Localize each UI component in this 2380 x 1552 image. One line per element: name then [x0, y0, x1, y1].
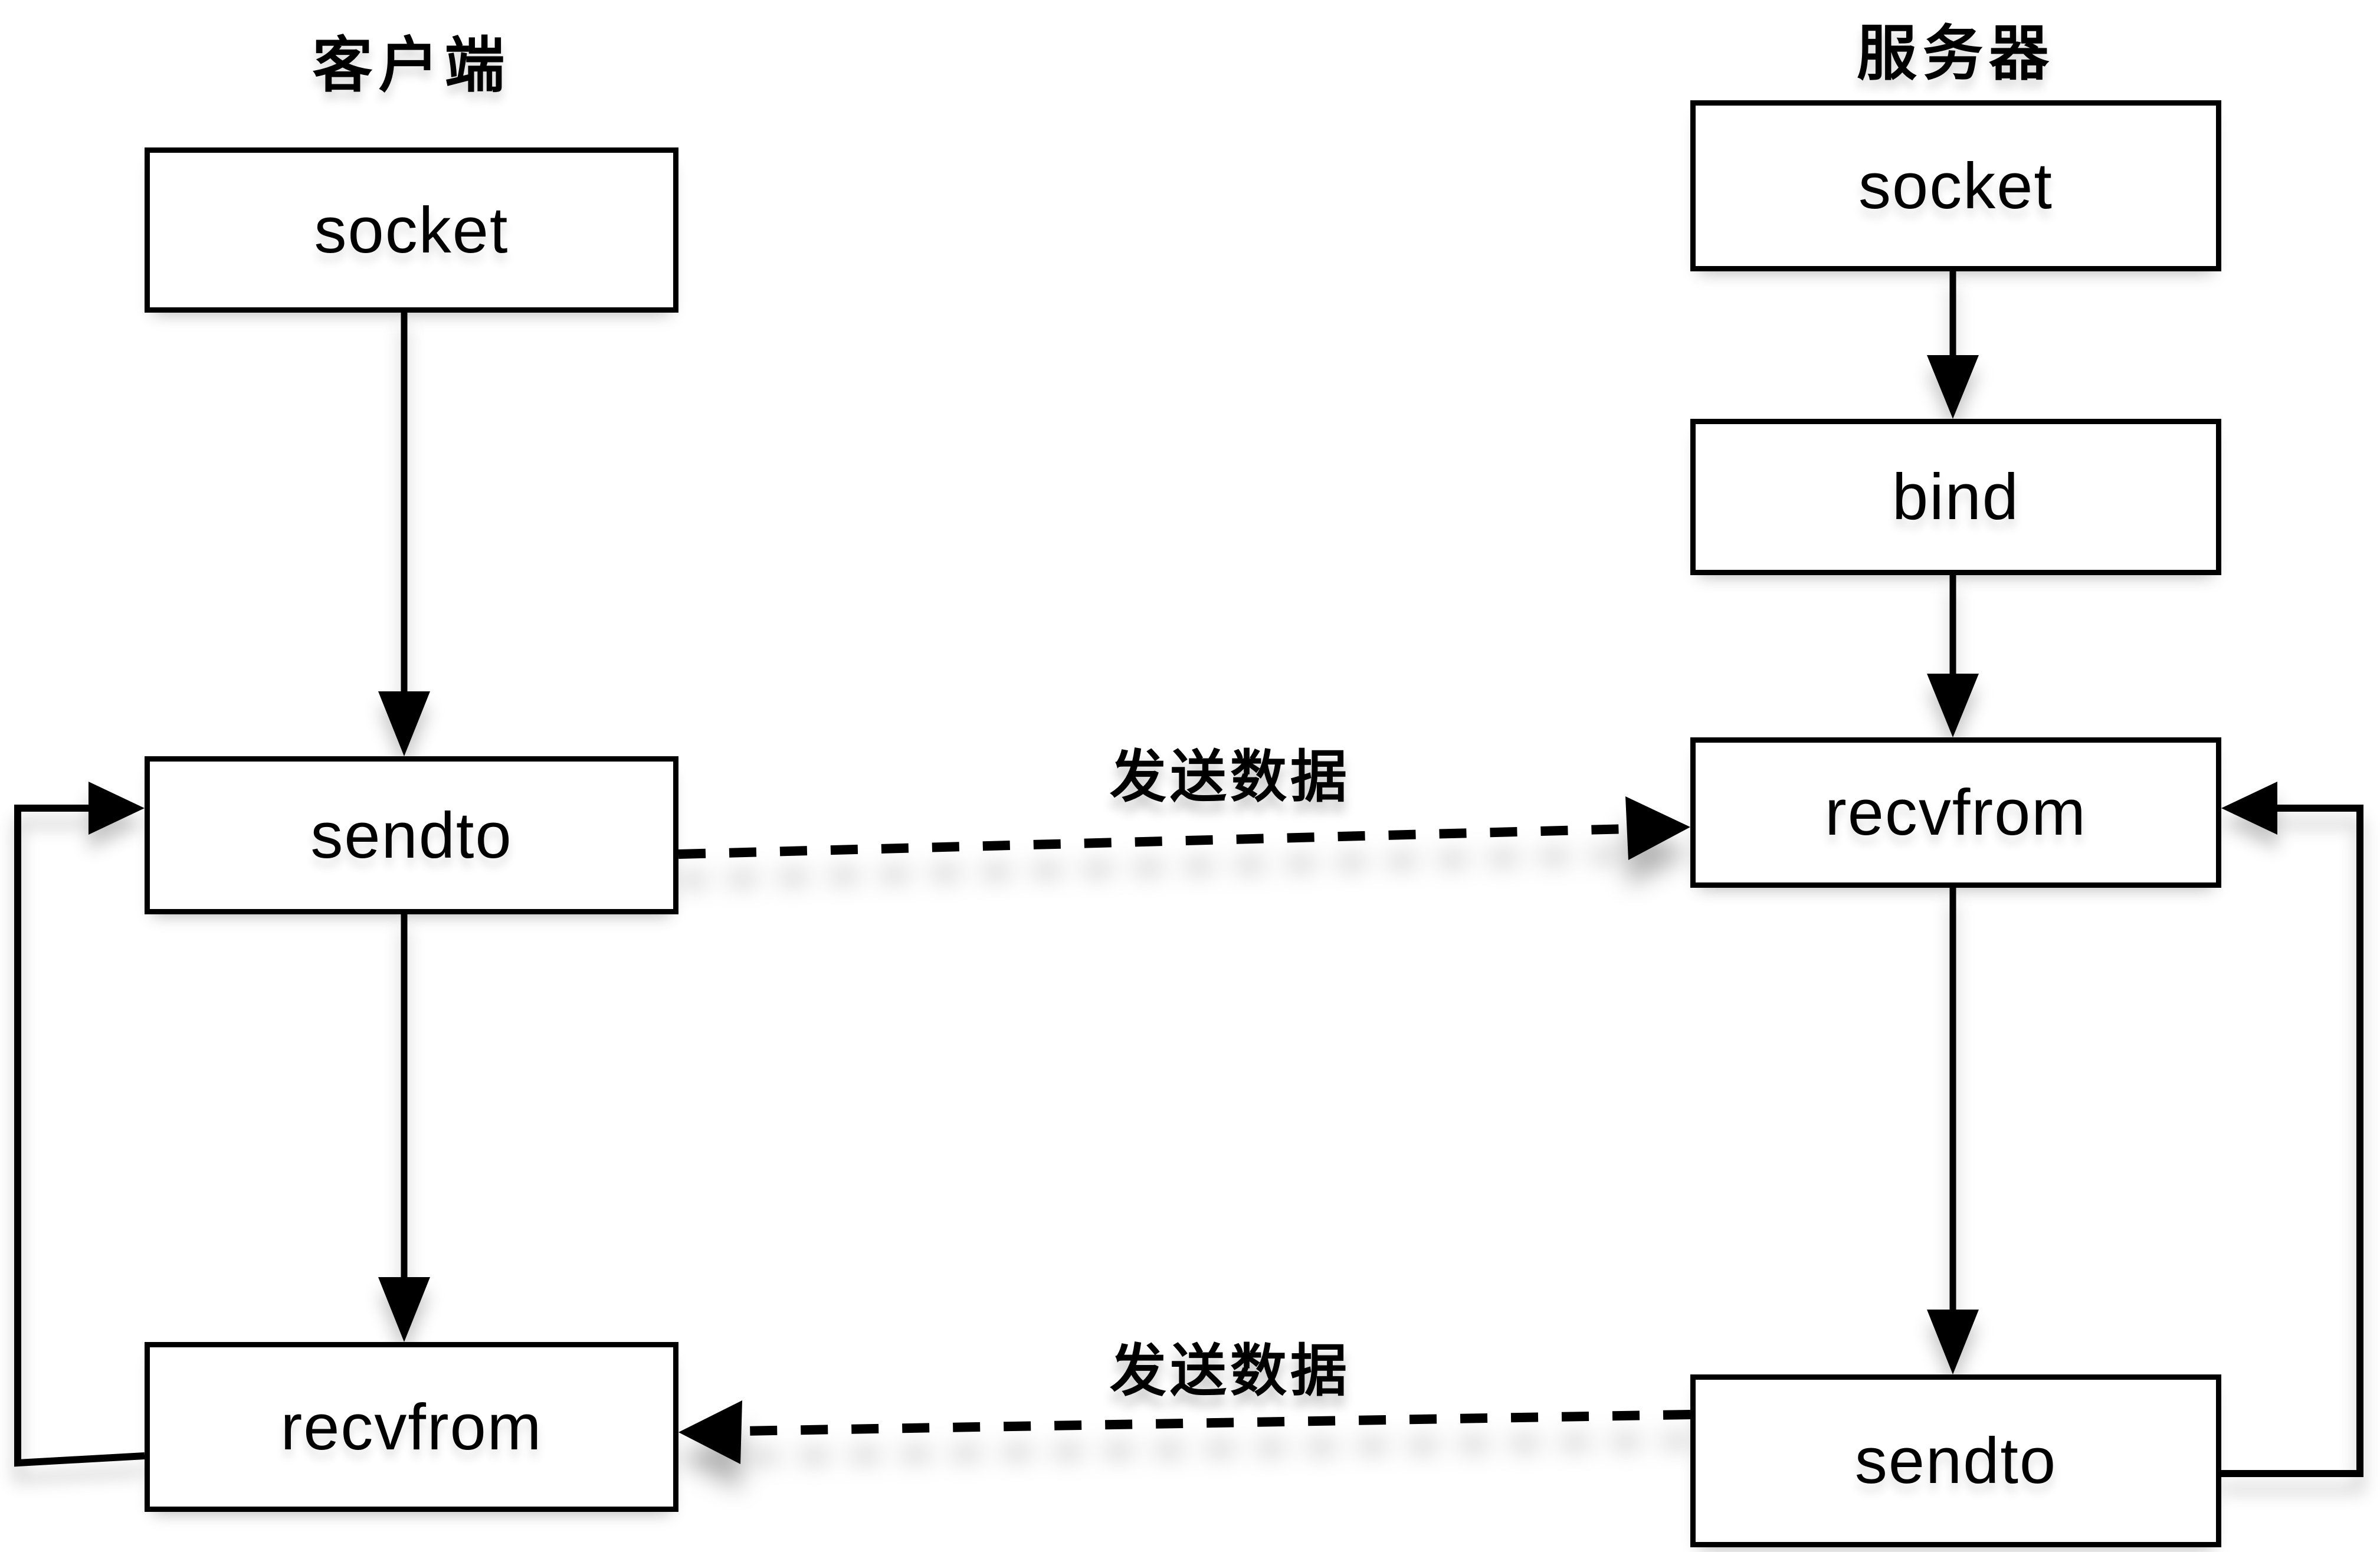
loop-server-sendto-to-recvfrom — [2221, 782, 2363, 1477]
server-socket-label: socket — [1858, 149, 2053, 222]
client-sendto-box: sendto — [145, 756, 678, 914]
server-socket-box: socket — [1690, 100, 2221, 271]
server-bind-box: bind — [1690, 419, 2221, 575]
arrow-server-recvfrom-to-sendto — [1927, 888, 1979, 1374]
dashed-arrow-server-sendto-to-client-recvfrom — [678, 1400, 1691, 1464]
arrow-client-socket-to-sendto — [378, 313, 430, 756]
client-column-title: 客户端 — [312, 32, 511, 99]
send-data-label-top: 发送数据 — [1110, 745, 1350, 809]
server-recvfrom-label: recvfrom — [1825, 776, 2087, 849]
client-recvfrom-label: recvfrom — [280, 1390, 543, 1464]
server-bind-label: bind — [1892, 461, 2020, 533]
server-recvfrom-box: recvfrom — [1690, 737, 2221, 888]
arrow-server-bind-to-recvfrom — [1927, 575, 1979, 737]
server-column-title: 服务器 — [1857, 20, 2055, 87]
client-socket-box: socket — [145, 147, 678, 313]
server-sendto-box: sendto — [1690, 1374, 2221, 1547]
loop-client-recvfrom-to-sendto — [14, 782, 145, 1467]
client-sendto-label: sendto — [310, 799, 513, 872]
send-data-label-bottom: 发送数据 — [1110, 1339, 1350, 1403]
arrow-client-sendto-to-recvfrom — [378, 914, 430, 1342]
arrow-server-socket-to-bind — [1927, 271, 1979, 419]
dashed-arrow-client-sendto-to-server-recvfrom — [678, 796, 1690, 860]
client-recvfrom-box: recvfrom — [145, 1342, 678, 1512]
server-sendto-label: sendto — [1854, 1425, 2057, 1497]
client-socket-label: socket — [314, 193, 509, 267]
